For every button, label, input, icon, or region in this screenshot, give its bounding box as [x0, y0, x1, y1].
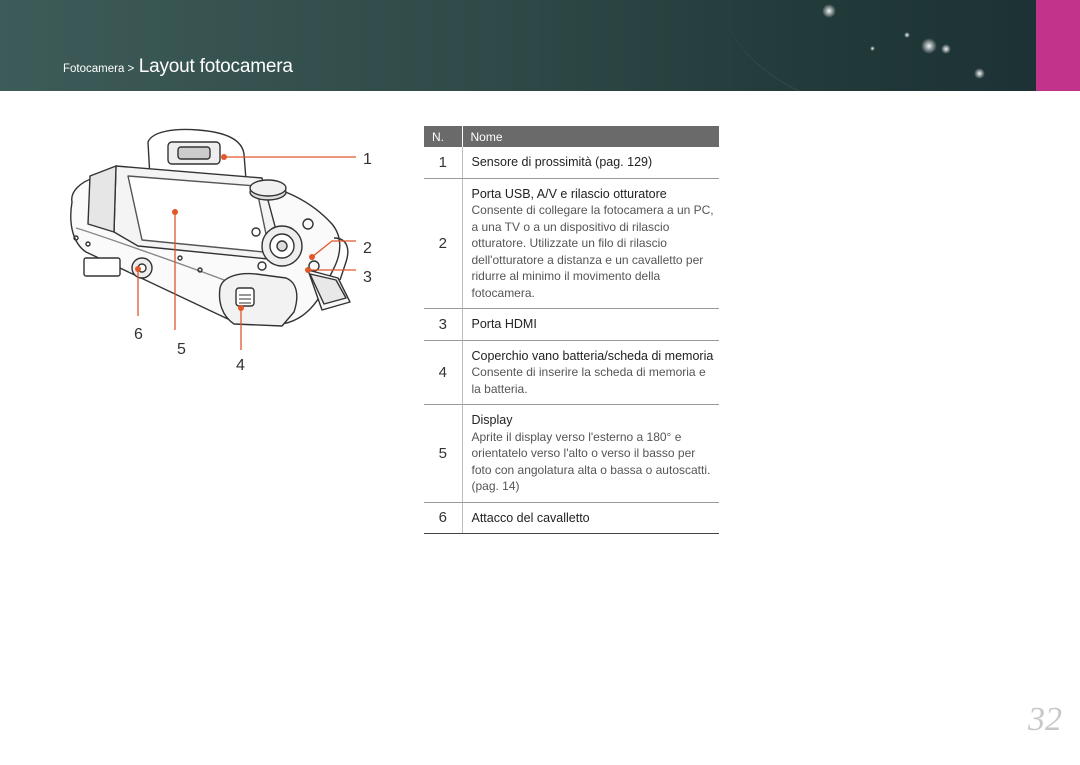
part-name: Porta HDMI	[471, 317, 537, 331]
table-row: 2 Porta USB, A/V e rilascio otturatore C…	[424, 178, 719, 309]
table-row: 4 Coperchio vano batteria/scheda di memo…	[424, 340, 719, 405]
callout-5: 5	[177, 341, 186, 358]
breadcrumb: Fotocamera > Layout fotocamera	[63, 56, 293, 78]
callout-2: 2	[363, 240, 372, 257]
sparkle-decoration	[921, 38, 937, 54]
column-header-name: Nome	[462, 126, 719, 147]
row-description: Sensore di prossimità (pag. 129)	[461, 147, 719, 179]
sparkle-decoration	[974, 68, 985, 79]
table-row: 6 Attacco del cavalletto	[424, 502, 719, 534]
table-header-row: N. Nome	[424, 126, 719, 147]
row-description: Display Aprite il display verso l'estern…	[461, 404, 719, 503]
callout-1: 1	[363, 151, 372, 168]
column-header-number: N.	[424, 126, 463, 147]
sparkle-decoration	[822, 4, 836, 18]
page-title: Layout fotocamera	[138, 56, 293, 77]
callout-4: 4	[236, 357, 245, 374]
row-description: Porta USB, A/V e rilascio otturatore Con…	[461, 178, 719, 309]
part-detail: Consente di collegare la fotocamera a un…	[471, 203, 714, 300]
row-number: 4	[424, 340, 462, 405]
parts-table: N. Nome 1 Sensore di prossimità (pag. 12…	[424, 126, 719, 534]
table-row: 5 Display Aprite il display verso l'este…	[424, 404, 719, 503]
row-description: Porta HDMI	[461, 308, 719, 341]
row-number: 5	[424, 404, 462, 503]
camera-back-icon: 1 2 3 4 5 6	[70, 128, 372, 374]
header-decoration	[720, 0, 1080, 91]
row-number: 2	[424, 178, 462, 309]
table-row: 3 Porta HDMI	[424, 308, 719, 341]
section-tab	[1036, 0, 1080, 91]
page-number: 32	[1028, 701, 1062, 738]
part-name: Display	[471, 413, 513, 427]
row-number: 6	[424, 502, 462, 534]
row-description: Attacco del cavalletto	[461, 502, 719, 534]
part-name: Coperchio vano batteria/scheda di memori…	[471, 348, 714, 363]
row-description: Coperchio vano batteria/scheda di memori…	[461, 340, 719, 405]
page-header: Fotocamera > Layout fotocamera	[0, 0, 1080, 91]
callout-3: 3	[363, 269, 372, 286]
row-number: 3	[424, 308, 462, 341]
callout-6: 6	[134, 326, 143, 343]
part-name: Porta USB, A/V e rilascio otturatore	[471, 186, 667, 201]
part-name[interactable]: Sensore di prossimità (pag. 129)	[471, 155, 653, 169]
sparkle-decoration	[870, 46, 875, 51]
part-detail: Consente di inserire la scheda di memori…	[471, 365, 706, 396]
part-detail: Aprite il display verso l'esterno a 180°…	[471, 429, 711, 494]
breadcrumb-parent[interactable]: Fotocamera >	[63, 63, 135, 75]
part-name: Attacco del cavalletto	[471, 510, 590, 525]
row-number: 1	[424, 147, 462, 179]
table-row: 1 Sensore di prossimità (pag. 129)	[424, 147, 719, 179]
sparkle-decoration	[941, 44, 951, 54]
sparkle-decoration	[904, 32, 910, 38]
